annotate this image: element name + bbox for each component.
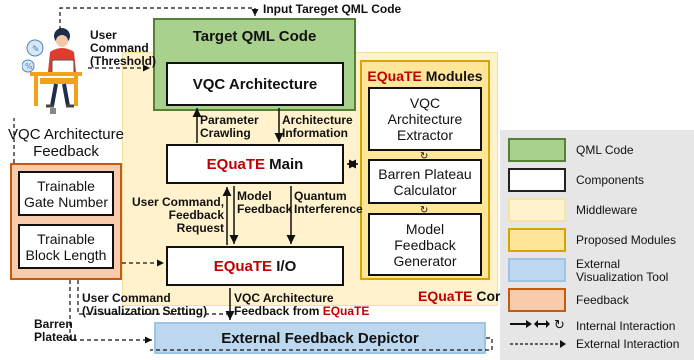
- trainable-block-length-box: Trainable Block Length: [18, 224, 114, 269]
- vqc-architecture-box: VQC Architecture: [166, 62, 344, 106]
- ucv-line-2: (Visualization Setting): [82, 304, 208, 318]
- extractor-line-2: Architecture: [387, 111, 463, 127]
- feedback-from-text: Feedback from: [234, 304, 320, 318]
- ucfr-line-3: Request: [176, 221, 224, 235]
- uct-line-1: User: [90, 28, 117, 42]
- target-qml-title: Target QML Code: [192, 28, 317, 45]
- mf-line-1: Model: [237, 189, 272, 203]
- quantum-interference-label: Quantum Interference: [294, 190, 363, 216]
- legend-label-external: External Interaction: [576, 337, 680, 351]
- legend-label-internal: Internal Interaction: [576, 319, 676, 333]
- user-command-visualization-label: User Command (Visualization Setting): [82, 292, 207, 318]
- input-qml-label: Input Tareget QML Code: [263, 2, 402, 16]
- external-interaction-icon: [510, 340, 566, 348]
- extractor-line-3: Extractor: [396, 127, 453, 143]
- feedback-title-line-1: VQC Architecture: [8, 126, 124, 143]
- ucfr-line-2: Feedback: [168, 208, 224, 222]
- bp-line-1: Barren: [34, 317, 73, 331]
- calculator-line-2: Calculator: [393, 181, 457, 198]
- modules-title: Modules: [425, 68, 483, 84]
- trainable-gate-number-box: Trainable Gate Number: [18, 171, 114, 216]
- mf-line-2: Feedback: [237, 202, 293, 216]
- parameter-crawling-label: Parameter Crawling: [200, 114, 259, 140]
- uct-line-3: (Threshold): [90, 54, 156, 68]
- model-feedback-label: Model Feedback: [237, 190, 292, 216]
- block-line-1: Trainable: [37, 230, 95, 247]
- module-model-feedback-generator: Model Feedback Generator: [368, 213, 482, 276]
- core-brand: EQuaTE: [418, 288, 473, 304]
- ucfr-line-1: User Command,: [132, 195, 225, 209]
- legend-label-feedback: Feedback: [576, 293, 629, 307]
- svg-text:↻: ↻: [420, 205, 428, 216]
- vao-line-1: VQC Architecture: [234, 291, 334, 305]
- qi-line-2: Interference: [294, 202, 363, 216]
- legend-swatch-proposed-modules: [508, 228, 566, 252]
- legend-swatch-middleware: [508, 198, 566, 222]
- main-brand: EQuaTE: [206, 155, 265, 173]
- architecture-information-label: Architecture Information: [282, 114, 353, 140]
- legend-label-middleware: Middleware: [576, 203, 638, 217]
- ai-line-1: Architecture: [282, 113, 353, 127]
- ai-line-2: Information: [282, 126, 348, 140]
- io-brand: EQuaTE: [213, 257, 273, 275]
- modules-brand: EQuaTE: [367, 68, 422, 84]
- svg-text:%: %: [25, 62, 33, 71]
- external-depictor-label: External Feedback Depictor: [221, 329, 419, 347]
- generator-line-1: Model: [405, 220, 445, 237]
- uct-line-2: Command: [90, 41, 149, 55]
- gate-line-1: Trainable: [37, 177, 95, 194]
- legend-label-proposed-modules: Proposed Modules: [576, 233, 677, 247]
- block-line-2: Block Length: [25, 246, 107, 263]
- vqc-architecture-output-label: VQC Architecture Feedback from EQuaTE: [234, 292, 369, 318]
- module-barren-plateau-calculator: Barren Plateau Calculator: [368, 159, 482, 204]
- vao-line-2: Feedback from EQuaTE: [234, 305, 369, 318]
- svg-text:↻: ↻: [420, 151, 428, 162]
- svg-text:✎: ✎: [32, 45, 40, 55]
- external-feedback-depictor-box: External Feedback Depictor: [154, 322, 486, 354]
- extractor-line-1: VQC: [409, 95, 441, 111]
- barren-plateau-label: Barren Plateau: [34, 317, 77, 344]
- gate-line-2: Gate Number: [23, 193, 109, 210]
- feedback-from-brand: EQuaTE: [322, 304, 370, 318]
- user-at-computer-icon: ✎ %: [22, 28, 82, 114]
- legend-swatch-qml: [508, 138, 566, 162]
- svg-text:↻: ↻: [554, 318, 565, 332]
- user-command-threshold-label: User Command (Threshold): [90, 29, 156, 68]
- equate-main-box: EQuaTE Main: [166, 144, 344, 184]
- module-vqc-architecture-extractor: VQC Architecture Extractor: [368, 87, 482, 151]
- user-command-feedback-request-label: User Command, Feedback Request: [132, 196, 224, 235]
- generator-line-2: Feedback: [394, 236, 456, 253]
- io-suffix: I/O: [276, 257, 297, 275]
- ucv-line-1: User Command: [82, 291, 171, 305]
- legend-label-external-tool: External Visualization Tool: [576, 257, 669, 284]
- qi-line-1: Quantum: [294, 189, 347, 203]
- legend-swatch-components: [508, 168, 566, 192]
- legend-label-components: Components: [576, 173, 645, 187]
- generator-line-3: Generator: [393, 252, 457, 269]
- pc-line-1: Parameter: [200, 113, 259, 127]
- legend-swatch-feedback: [508, 288, 566, 312]
- internal-interaction-icon: ↻: [510, 318, 565, 332]
- calculator-line-1: Barren Plateau: [378, 165, 472, 182]
- feedback-title: VQC Architecture Feedback: [0, 126, 132, 160]
- equate-io-box: EQuaTE I/O: [166, 246, 344, 286]
- main-suffix: Main: [269, 155, 304, 173]
- legend-swatch-external-tool: [508, 258, 566, 282]
- pc-line-2: Crawling: [200, 126, 251, 140]
- bp-line-2: Plateau: [34, 330, 77, 344]
- legend-label-qml: QML Code: [576, 143, 634, 157]
- legend-panel: QML Code Components Middleware Proposed …: [500, 130, 694, 360]
- feedback-title-line-2: Feedback: [33, 143, 99, 160]
